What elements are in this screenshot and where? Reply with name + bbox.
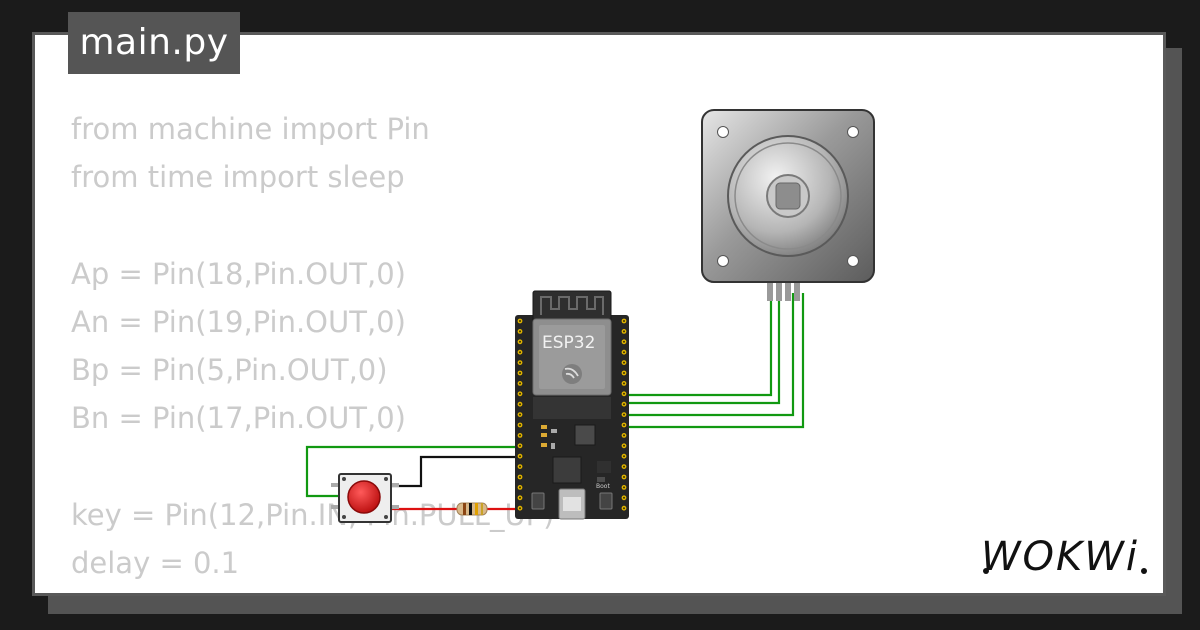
wire-motor-b-plus bbox=[625, 293, 795, 417]
code-line: from machine import Pin bbox=[71, 112, 430, 146]
header-pin-hole bbox=[519, 382, 521, 385]
header-pin-hole bbox=[519, 444, 521, 447]
header-pin-hole bbox=[519, 455, 521, 458]
header-pin-hole bbox=[623, 372, 625, 374]
header-pin-hole bbox=[623, 476, 625, 478]
header-pin-hole bbox=[519, 486, 521, 489]
header-pin-hole bbox=[519, 476, 521, 478]
header-pin-hole bbox=[519, 320, 521, 322]
espressif-logo-icon bbox=[562, 364, 582, 384]
header-pin-hole bbox=[623, 392, 625, 395]
board-label: ESP32 bbox=[542, 333, 595, 353]
header-pin-hole bbox=[623, 413, 625, 416]
file-tab[interactable]: main.py bbox=[68, 12, 240, 74]
header-pin-hole bbox=[519, 330, 521, 333]
header-pin-hole bbox=[519, 403, 521, 406]
wokwi-logo: WOKWi bbox=[981, 534, 1147, 580]
wire-motor-a-plus bbox=[625, 293, 773, 397]
header-pin-hole bbox=[623, 320, 625, 322]
boot-label: Boot bbox=[596, 483, 610, 490]
code-line: Bn = Pin(17,Pin.OUT,0) bbox=[71, 401, 406, 436]
header-pin-hole bbox=[623, 444, 625, 447]
esp32-devkit-icon[interactable]: ESP32 Boot bbox=[515, 290, 629, 520]
pin-header-right bbox=[621, 318, 627, 511]
header-pin-hole bbox=[519, 465, 521, 468]
header-pin-hole bbox=[623, 424, 625, 426]
header-pin-hole bbox=[623, 382, 625, 385]
header-pin-hole bbox=[519, 413, 521, 416]
code-line: delay = 0.1 bbox=[71, 545, 240, 580]
header-pin-hole bbox=[519, 340, 521, 343]
header-pin-hole bbox=[623, 351, 625, 354]
header-pin-hole bbox=[623, 455, 625, 458]
header-pin-hole bbox=[519, 424, 521, 426]
resistor-icon[interactable] bbox=[456, 502, 488, 516]
header-pin-hole bbox=[623, 507, 625, 510]
code-line: from time import sleep bbox=[71, 160, 405, 195]
header-pin-hole bbox=[623, 330, 625, 333]
pin-header-left bbox=[517, 318, 523, 511]
header-pin-hole bbox=[519, 361, 521, 364]
header-pin-hole bbox=[623, 361, 625, 364]
wire-motor-a-minus bbox=[625, 293, 781, 405]
header-pin-hole bbox=[623, 496, 625, 499]
pushbutton-icon[interactable] bbox=[331, 473, 399, 523]
wires bbox=[305, 293, 805, 511]
stepper-motor-icon[interactable] bbox=[701, 109, 875, 301]
header-pin-hole bbox=[623, 486, 625, 489]
wire-button-signal bbox=[305, 445, 519, 498]
header-pin-hole bbox=[623, 465, 625, 468]
circuit-diagram: ESP32 Boot bbox=[305, 109, 1147, 580]
header-pin-hole bbox=[519, 372, 521, 374]
code-line: Ap = Pin(18,Pin.OUT,0) bbox=[71, 256, 406, 291]
header-pin-hole bbox=[623, 340, 625, 343]
wire-motor-b-minus bbox=[625, 293, 805, 429]
header-pin-hole bbox=[519, 496, 521, 499]
wokwi-logo-text: WOKWi bbox=[981, 534, 1139, 580]
header-pin-hole bbox=[623, 434, 625, 437]
header-pin-hole bbox=[519, 351, 521, 354]
header-pin-hole bbox=[519, 507, 521, 510]
simulation-canvas[interactable]: from machine import Pin from time import … bbox=[32, 32, 1166, 596]
header-pin-hole bbox=[519, 434, 521, 437]
file-tab-label: main.py bbox=[79, 22, 229, 63]
code-line: An = Pin(19,Pin.OUT,0) bbox=[71, 304, 406, 339]
header-pin-hole bbox=[519, 392, 521, 395]
wire-button-ground bbox=[389, 455, 519, 488]
led-indicators bbox=[541, 425, 557, 449]
header-pin-hole bbox=[623, 403, 625, 406]
code-line: Bp = Pin(5,Pin.OUT,0) bbox=[71, 352, 388, 387]
